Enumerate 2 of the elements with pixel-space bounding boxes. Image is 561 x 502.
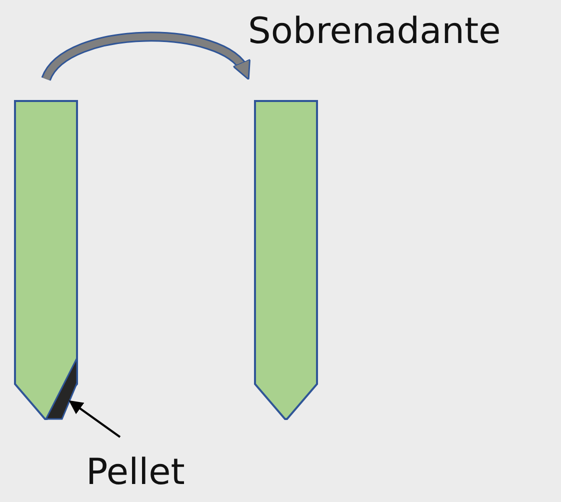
part-label: Pellet: [86, 455, 186, 491]
edge-label: Sobrenadante: [248, 14, 501, 50]
